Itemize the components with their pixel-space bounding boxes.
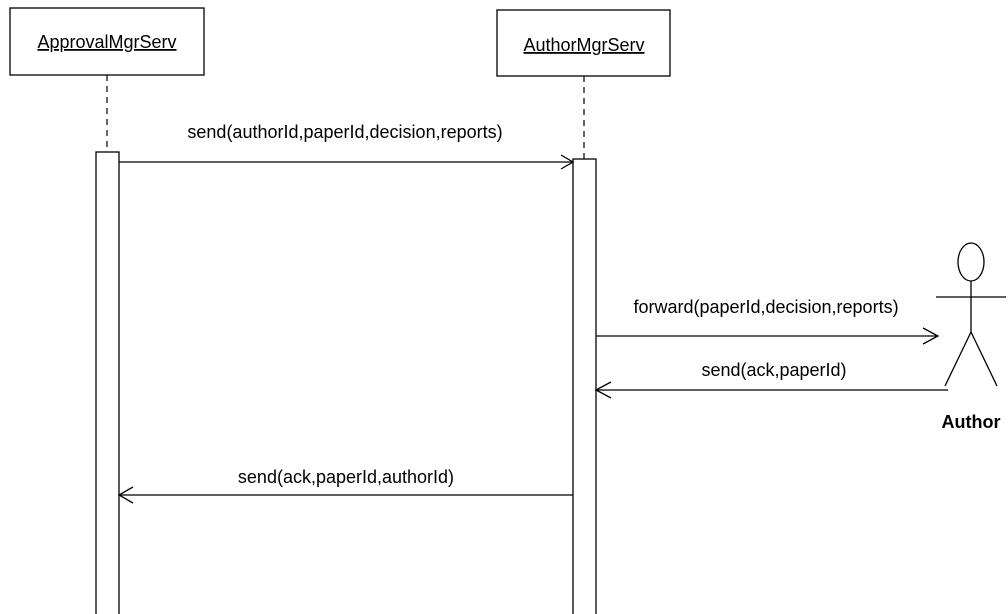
message-send-ack-author: send(ack,paperId,authorId) xyxy=(117,467,573,504)
participant-approval-mgr-serv: ApprovalMgrServ xyxy=(9,7,205,76)
message-forward: forward(paperId,decision,reports) xyxy=(596,297,940,345)
actor-author: Author xyxy=(936,242,1006,432)
arrowhead xyxy=(117,486,134,504)
participant-name: ApprovalMgrServ xyxy=(37,32,176,52)
activation-bar xyxy=(572,158,597,614)
activation-bar xyxy=(95,151,120,614)
participant-box xyxy=(9,7,205,76)
message-send-ack: send(ack,paperId) xyxy=(594,360,948,399)
participant-box xyxy=(496,9,671,77)
arrowhead xyxy=(594,381,612,399)
message-send-reports: send(authorId,paperId,decision,reports) xyxy=(119,122,575,170)
arrowhead xyxy=(560,154,575,170)
actor-leg-right xyxy=(970,331,998,387)
message-label: send(authorId,paperId,decision,reports) xyxy=(187,122,502,142)
participant-name: AuthorMgrServ xyxy=(523,35,644,55)
message-label: send(ack,paperId,authorId) xyxy=(238,467,454,487)
actor-name: Author xyxy=(942,412,1001,432)
arrowhead xyxy=(922,327,940,345)
actor-leg-left xyxy=(944,331,972,387)
message-label: send(ack,paperId) xyxy=(701,360,846,380)
actor-head xyxy=(957,242,985,282)
participant-author-mgr-serv: AuthorMgrServ xyxy=(496,9,671,77)
message-label: forward(paperId,decision,reports) xyxy=(633,297,898,317)
